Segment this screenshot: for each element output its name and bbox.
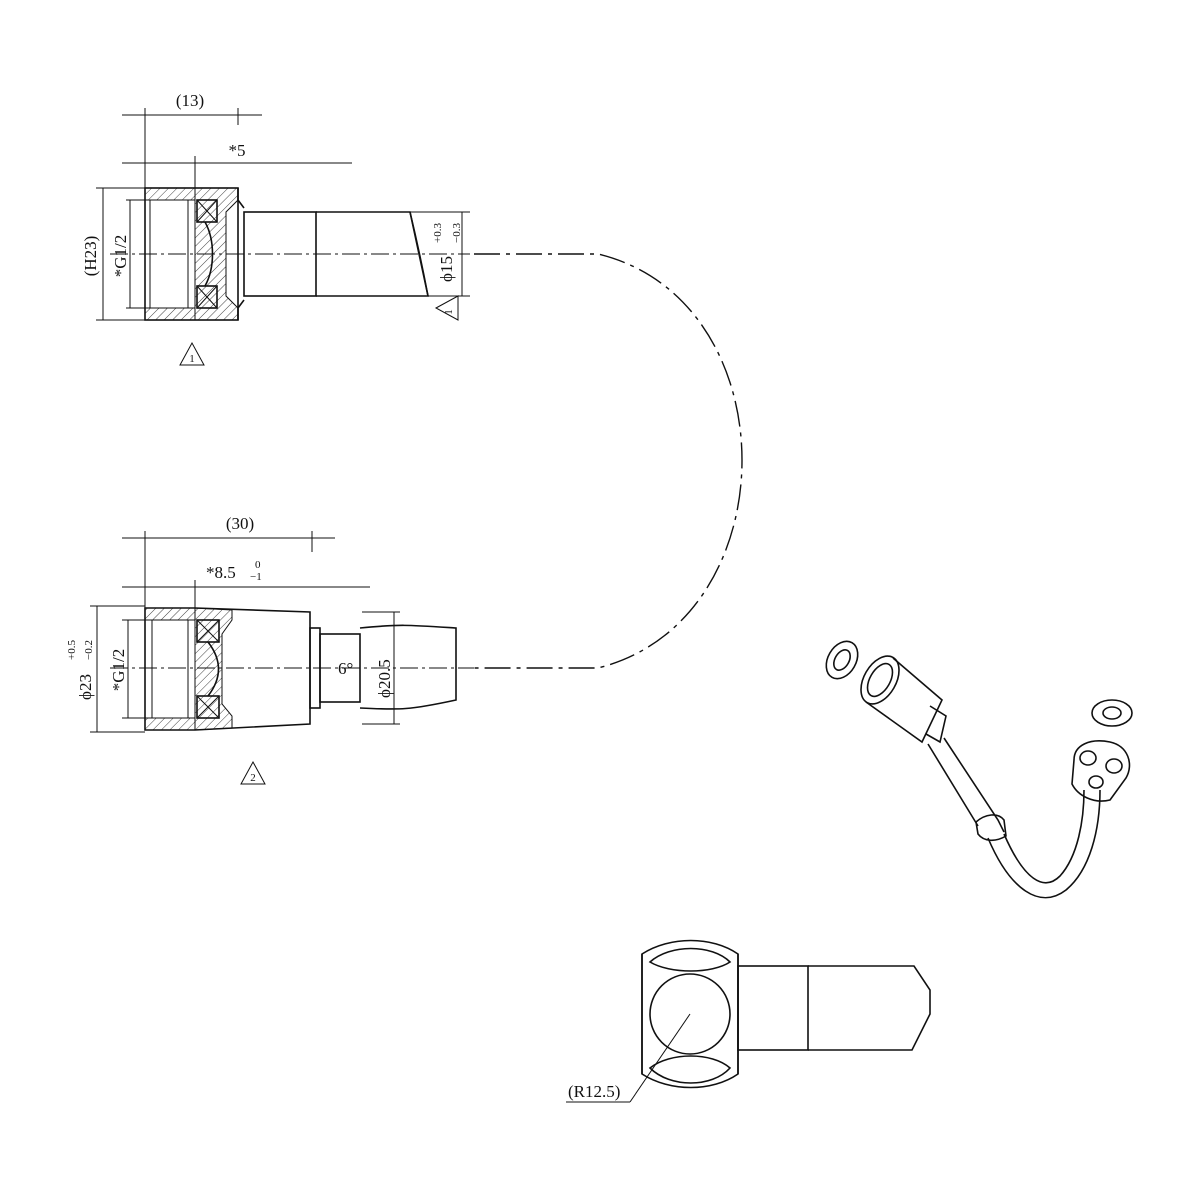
dim-thread-size-top: *G1/2 — [111, 235, 130, 278]
dim-outer-tol-upper: +0.5 — [66, 640, 78, 660]
dim-outer-bottom: ϕ23 — [76, 674, 95, 700]
assembly-isometric — [825, 640, 1133, 899]
dim-thread-bottom: *8.5 — [206, 563, 236, 582]
dim-overall-top: (13) — [176, 91, 204, 110]
dim-overall-bottom: (30) — [226, 514, 254, 533]
hose-phantom-line — [474, 253, 743, 669]
top-fitting: (13) *5 (H23) *G1/2 — [81, 91, 470, 366]
bottom-fitting: (30) *8.5 0 −1 — [66, 514, 474, 785]
dim-inner: ϕ20.5 — [375, 659, 394, 698]
marker-2: 2 — [250, 772, 256, 784]
marker-1: 1 — [189, 353, 195, 365]
dim-thread-tol-lower: −1 — [250, 571, 262, 583]
dim-thread-tol-upper: 0 — [255, 559, 261, 571]
marker-hose: 1 — [443, 309, 455, 315]
dim-hose-tol-upper: +0.3 — [432, 223, 444, 243]
dim-angle: 6° — [338, 659, 353, 678]
dim-thread-size-bottom: *G1/2 — [109, 649, 128, 692]
dim-hex-top: (H23) — [81, 236, 100, 277]
dim-radius: (R12.5) — [568, 1082, 620, 1101]
dim-hose-dia: ϕ15 — [437, 256, 456, 282]
dim-hose-tol-lower: −0.3 — [451, 223, 463, 243]
dim-thread-top: *5 — [229, 141, 246, 160]
elbow-detail: (R12.5) — [566, 939, 931, 1103]
dim-outer-tol-lower: −0.2 — [83, 640, 95, 660]
